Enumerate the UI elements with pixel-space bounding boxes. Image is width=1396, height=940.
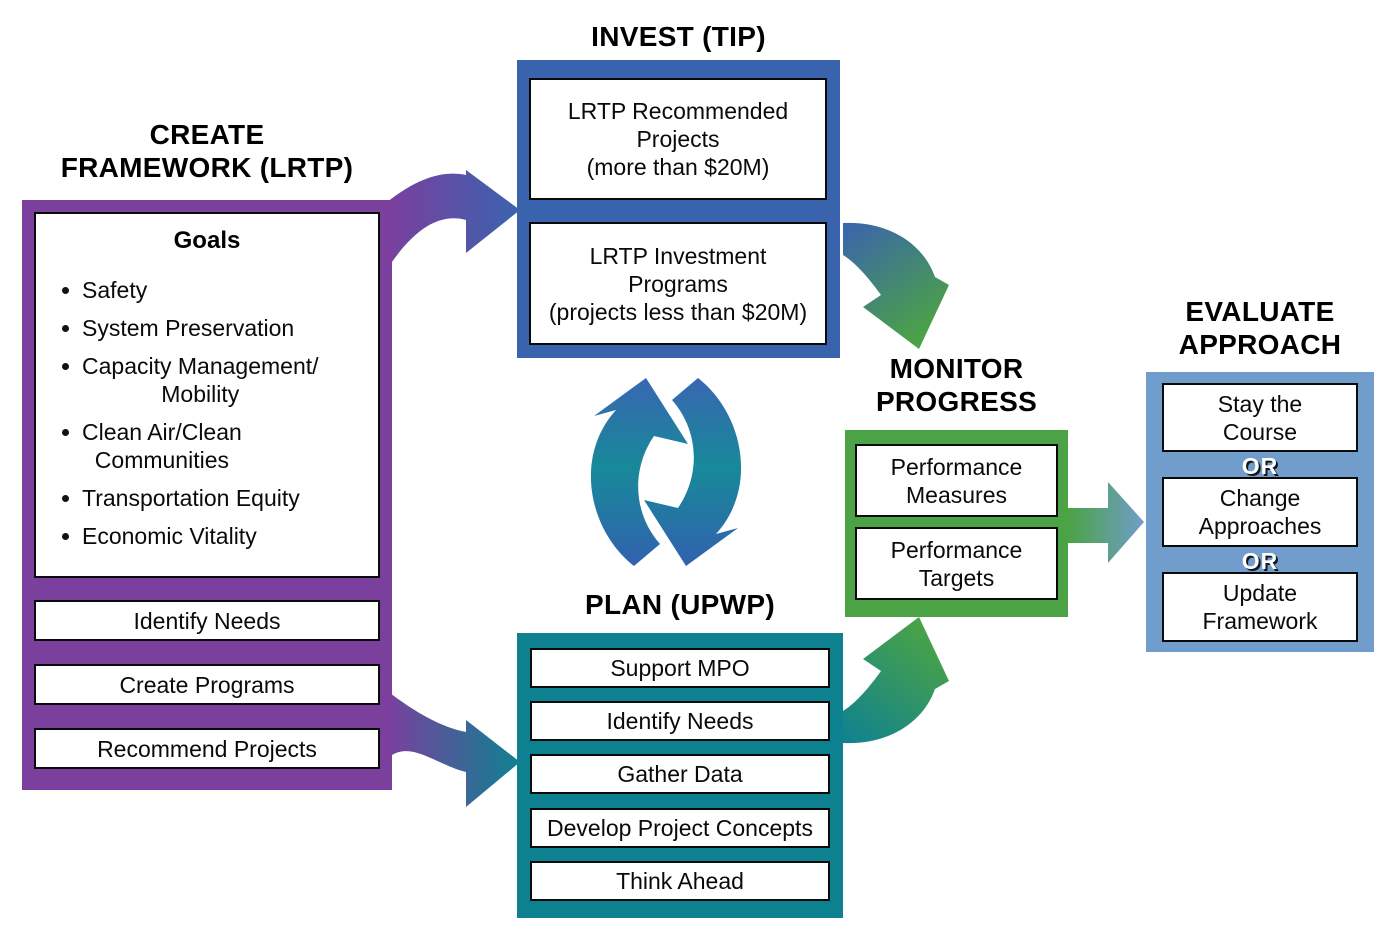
create-framework-title: CREATE FRAMEWORK (LRTP)	[60, 119, 354, 183]
bullet-icon	[62, 533, 69, 540]
invest-box: LRTP Recommended Projects (more than $20…	[517, 60, 840, 358]
bullet-icon	[62, 429, 69, 436]
monitor-item-performance-measures: Performance Measures	[855, 444, 1058, 517]
cycle-arrows-icon	[590, 378, 742, 566]
or-label: OR	[1241, 548, 1279, 574]
monitor-item-performance-targets: Performance Targets	[855, 527, 1058, 600]
goal-item: Transportation Equity	[62, 484, 378, 512]
invest-title: INVEST (TIP)	[591, 21, 766, 52]
monitor-box: Performance Measures Performance Targets	[845, 430, 1068, 617]
invest-item-recommended-projects: LRTP Recommended Projects (more than $20…	[529, 78, 827, 200]
goals-list: Safety System Preservation Capacity Mana…	[36, 276, 378, 550]
goal-label: Clean Air/Clean Communities	[82, 419, 242, 473]
goal-label: System Preservation	[82, 315, 295, 341]
step-identify-needs: Identify Needs	[34, 600, 380, 641]
arrow-plan-to-monitor-icon	[843, 617, 949, 744]
bullet-icon	[62, 363, 69, 370]
create-framework-box: Goals Safety System Preservation Capacit…	[22, 200, 392, 790]
plan-title: PLAN (UPWP)	[585, 589, 775, 620]
arrow-create-to-invest-icon	[386, 170, 520, 271]
evaluate-item-stay-the-course: Stay the Course	[1162, 383, 1358, 452]
monitor-title: MONITOR PROGRESS	[875, 353, 1038, 417]
goals-panel: Goals Safety System Preservation Capacit…	[34, 212, 380, 578]
plan-item-support-mpo: Support MPO	[530, 648, 830, 688]
plan-box: Support MPO Identify Needs Gather Data D…	[517, 633, 843, 918]
evaluate-item-update-framework: Update Framework	[1162, 572, 1358, 642]
evaluate-item-change-approaches: Change Approaches	[1162, 477, 1358, 547]
bullet-icon	[62, 325, 69, 332]
plan-item-develop-project-concepts: Develop Project Concepts	[530, 808, 830, 848]
goals-heading: Goals	[173, 227, 241, 254]
arrow-monitor-to-evaluate-icon	[1068, 482, 1144, 563]
step-recommend-projects: Recommend Projects	[34, 728, 380, 769]
bullet-icon	[62, 495, 69, 502]
plan-item-gather-data: Gather Data	[530, 754, 830, 794]
arrow-create-to-plan-icon	[386, 690, 520, 807]
or-label: OR	[1241, 453, 1279, 479]
evaluate-title: EVALUATE APPROACH	[1178, 296, 1342, 360]
goal-item: Capacity Management/ Mobility	[62, 352, 378, 408]
goal-item: System Preservation	[62, 314, 378, 342]
goal-item: Economic Vitality	[62, 522, 378, 550]
goal-label: Economic Vitality	[82, 523, 257, 549]
arrow-invest-to-monitor-icon	[843, 222, 949, 349]
plan-item-think-ahead: Think Ahead	[530, 861, 830, 901]
evaluate-box: Stay the Course OR Change Approaches OR …	[1146, 372, 1374, 652]
step-create-programs: Create Programs	[34, 664, 380, 705]
goal-label: Transportation Equity	[82, 485, 300, 511]
goal-label: Capacity Management/ Mobility	[82, 353, 319, 407]
invest-item-investment-programs: LRTP Investment Programs (projects less …	[529, 222, 827, 345]
goal-label: Safety	[82, 277, 148, 303]
plan-item-identify-needs: Identify Needs	[530, 701, 830, 741]
bullet-icon	[62, 287, 69, 294]
goal-item: Clean Air/Clean Communities	[62, 418, 378, 474]
goal-item: Safety	[62, 276, 378, 304]
